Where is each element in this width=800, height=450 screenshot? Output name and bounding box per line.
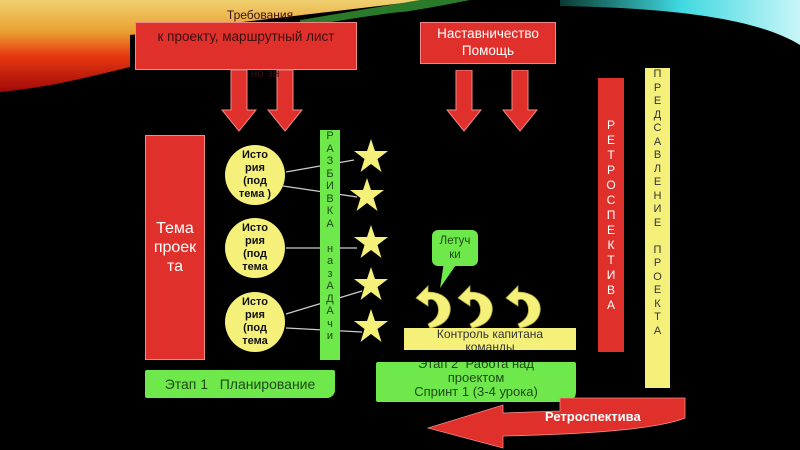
retrospective-letter: К [607,237,615,252]
stage2-banner: Этап 2 Работа над проектом Спринт 1 (3-4… [376,362,576,402]
breakdown-letter: А [326,280,334,292]
stage1-banner: Этап 1 Планирование [145,370,335,398]
retrospective-letter: В [606,282,615,297]
retrospective-arrow-label: Ретроспектива [545,409,641,424]
presentation-letter: Р [653,81,662,94]
retrospective-letter: П [606,207,616,222]
breakdown-letter: А [326,305,334,317]
requirements-overflow-bottom: но зн [250,66,280,80]
presentation-letter: Л [653,162,662,175]
down-arrow-icon [446,70,482,132]
breakdown-letter [328,230,331,243]
cyan-swoosh [560,0,800,45]
presentation-letter: Е [653,216,662,229]
green-swoosh [300,0,470,25]
mentoring-line1: Наставничество [437,26,539,41]
stage1-text: Этап 1 Планирование [164,376,316,392]
star-icon [354,309,388,342]
retrospective-letter: А [606,297,615,312]
presentation-letter: О [653,270,662,283]
breakdown-letter: Р [326,130,334,142]
breakdown-letter: з [327,267,333,280]
retrospective-letter: О [606,177,616,192]
requirements-overflow-top: Требования [226,8,294,22]
breakdown-letter: З [326,155,334,167]
requirements-box: к проекту, маршрутный лист [135,22,357,70]
story-text: Исто рия (под тема [242,296,268,347]
story-circle: Исто рия (под тема [225,218,285,278]
retrospective-letter: Е [606,132,615,147]
breakdown-letter: А [326,142,334,155]
presentation-letter: И [653,203,662,215]
star-icon [354,225,388,258]
flyer-text: Летуч ки [439,235,471,261]
presentation-letter: Д [653,108,662,121]
mentoring-box: Наставничество Помощь [420,22,556,64]
presentation-letter: А [653,324,662,337]
breakdown-letter: Д [326,292,334,305]
down-arrow-icon [502,70,538,132]
presentation-letter: Р [653,257,662,269]
presentation-letter [656,230,659,244]
breakdown-letter: И [326,180,334,192]
retrospective-letter: Р [606,162,615,177]
presentation-letter: П [653,243,662,256]
presentation-letter: Е [653,176,662,188]
breakdown-letter: н [326,242,334,255]
breakdown-letter: и [326,330,334,342]
requirements-text: к проекту, маршрутный лист [157,29,335,44]
stage2-line3: Спринт 1 (3-4 урока) [414,384,538,399]
story-text: Исто рия (под тема ) [238,149,272,200]
story-circle: Исто рия (под тема [225,292,285,352]
down-arrow-icon [267,70,303,132]
star-icon [354,267,388,300]
presentation-letter: С [653,122,662,134]
down-arrow-icon [221,70,257,132]
presentation-letter: Т [654,311,661,323]
breakdown-letter: В [326,192,334,205]
stage2-line1: Этап 2 Работа над [418,362,534,371]
star-icon [354,139,388,172]
breakdown-letter: А [326,217,334,230]
warm-swoosh [0,0,430,92]
story-circle: Исто рия (под тема ) [225,145,285,205]
stage2-line2: проектом [447,370,505,385]
retrospective-letter: Т [607,252,615,267]
presentation-letter: Е [653,95,662,107]
story-text: Исто рия (под тема [242,222,268,273]
captain-control-box: Контроль капитана команды [404,328,576,350]
breakdown-letter: К [326,205,334,217]
presentation-letter: П [653,68,662,80]
presentation-letter: К [654,297,661,310]
presentation-letter: Е [653,284,662,296]
project-theme-box: Тема проек та [145,135,205,360]
presentation-letter: Н [653,189,662,202]
captain-control-text: Контроль капитана команды [436,328,544,350]
flyer-callout: Летуч ки [432,230,478,266]
retrospective-letter: Р [606,117,615,132]
presentation-letter: А [653,135,662,148]
presentation-letter: В [653,149,662,161]
project-theme-text: Тема проек та [153,220,197,275]
retrospective-letter: Е [606,222,615,237]
breakdown-letter: а [326,255,334,267]
retrospective-letter: Т [607,147,615,162]
retrospective-letter: И [606,267,616,282]
star-icon [350,178,384,211]
breakdown-letter: Б [326,167,334,180]
retrospective-letter: С [606,192,616,207]
mentoring-line2: Помощь [461,43,515,58]
breakdown-letter: ч [327,317,333,330]
